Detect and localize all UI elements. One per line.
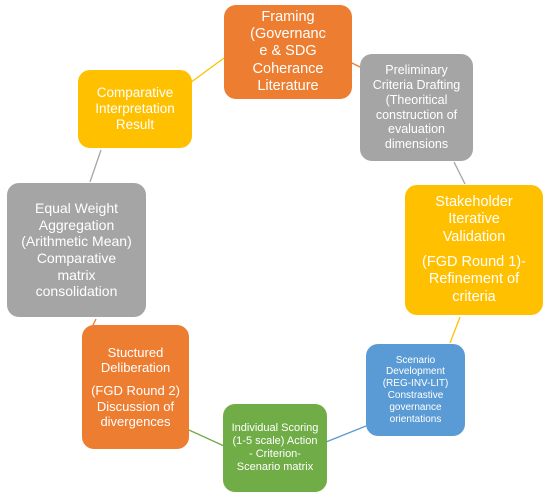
node-aggregation-line: Equal Weight — [34, 200, 118, 217]
node-aggregation-line: matrix — [57, 266, 96, 283]
node-preliminary-line: (Theoritical — [385, 92, 448, 107]
node-equal-weight-aggregation: Equal Weight Aggregation (Arithmetic Mea… — [7, 183, 146, 317]
node-individual-line: (1-5 scale) Action — [232, 435, 318, 448]
node-framing-line: (Governanc — [250, 26, 326, 43]
connector-lines — [89, 57, 466, 447]
node-preliminary-line: evaluation — [388, 122, 445, 137]
node-scenario-line: (REG-INV-LIT) — [382, 378, 449, 390]
node-preliminary-line: dimensions — [384, 137, 449, 151]
node-scenario-development: Scenario Development (REG-INV-LIT) Const… — [366, 344, 465, 436]
node-scenario-line: governance — [389, 401, 442, 413]
node-deliberation-line: Deliberation — [100, 360, 171, 376]
node-stakeholder-validation: Stakeholder Iterative Validation (FGD Ro… — [405, 185, 543, 315]
node-stakeholder-line: (FGD Round 1)- — [422, 254, 526, 271]
node-comparative-line: Comparative — [96, 85, 174, 101]
node-individual-line: Individual Scoring — [231, 422, 319, 435]
connector-individual-to-deliberation — [188, 429, 225, 447]
node-structured-deliberation: Stuctured Deliberation (FGD Round 2) Dis… — [82, 325, 189, 449]
node-aggregation-line: Aggregation — [38, 216, 115, 233]
node-individual-line: Scenario matrix — [236, 460, 314, 473]
node-comparative-interpretation: Comparative Interpretation Result — [78, 70, 192, 148]
connector-comparative-to-framing — [189, 57, 225, 84]
connector-preliminary-to-stakeholder — [453, 161, 466, 185]
node-framing: Framing (Governanc e & SDG Coherance Lit… — [224, 5, 352, 99]
node-comparative-line: Interpretation — [95, 101, 175, 117]
node-scenario-line: Constrastive — [387, 390, 444, 401]
node-aggregation-line: (Arithmetic Mean) — [21, 233, 132, 250]
node-comparative-line: Result — [115, 116, 155, 132]
node-preliminary-line: construction of — [375, 107, 458, 122]
node-framing-line: Coherance — [252, 60, 324, 77]
node-stakeholder-line: Refinement of — [428, 271, 520, 288]
node-stakeholder-line: Validation — [442, 228, 506, 245]
node-deliberation-line: divergences — [100, 413, 171, 429]
node-framing-line: Literature — [257, 77, 319, 94]
node-scenario-line: Scenario — [395, 354, 436, 366]
node-stakeholder-line: Iterative — [448, 211, 500, 228]
node-scenario-line: orientations — [389, 413, 442, 425]
connector-stakeholder-to-scenario — [449, 316, 461, 344]
node-preliminary-line: Preliminary — [385, 63, 448, 78]
node-deliberation-line: Stuctured — [107, 344, 164, 360]
node-individual-line: - Criterion- — [249, 448, 301, 460]
node-preliminary-line: Criteria Drafting — [372, 78, 461, 92]
node-framing-line: e & SDG — [259, 43, 317, 60]
node-deliberation-line: (FGD Round 2) — [91, 383, 180, 399]
node-framing-line: Framing — [261, 9, 315, 26]
node-aggregation-line: consolidation — [35, 283, 118, 300]
node-deliberation-line: Discussion of — [96, 398, 175, 414]
connector-scenario-to-individual — [325, 425, 367, 443]
node-stakeholder-line: Stakeholder — [435, 194, 513, 211]
connector-aggregation-to-comparative — [89, 149, 102, 183]
node-stakeholder-line: criteria — [452, 288, 496, 305]
node-scenario-line: Development — [386, 366, 445, 378]
node-preliminary-criteria: Preliminary Criteria Drafting (Theoritic… — [360, 54, 473, 161]
node-individual-scoring: Individual Scoring (1-5 scale) Action - … — [223, 404, 327, 492]
node-aggregation-line: Comparative — [36, 250, 117, 266]
